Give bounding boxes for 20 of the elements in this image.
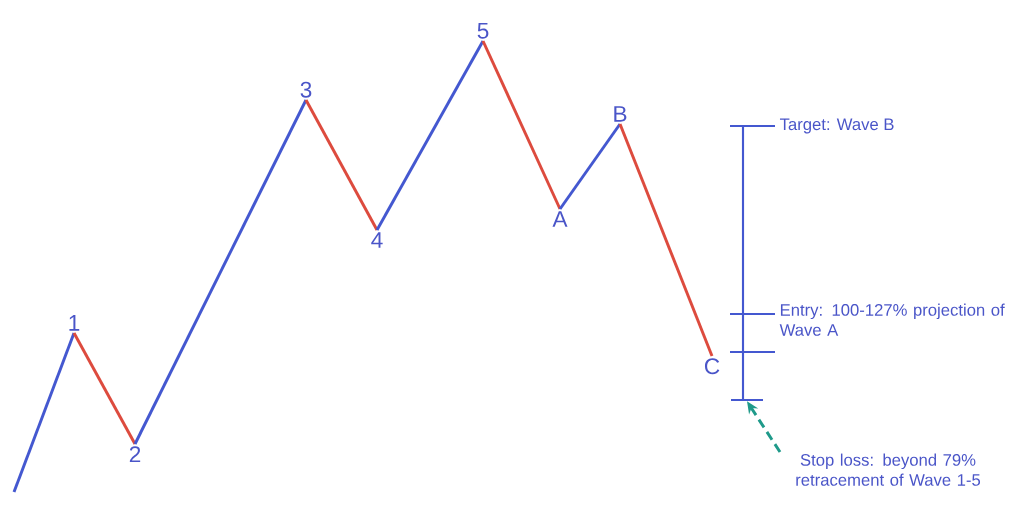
- annotation-text: Entry: 100-127% projection of Wave A: [779, 303, 1005, 336]
- wave-label: C: [704, 358, 720, 375]
- wave-line: [375, 40, 485, 231]
- scale-tick: [731, 398, 763, 402]
- wave-line: [12, 332, 76, 493]
- wave-label: 3: [300, 81, 312, 98]
- wave-line: [133, 99, 308, 445]
- wave-label: 4: [371, 232, 383, 248]
- wave-line: [618, 123, 714, 357]
- wave-label: B: [614, 106, 627, 122]
- annotation-text: Stop loss: beyond 79% retracement of Wave 1-5: [796, 453, 981, 486]
- wave-label: 2: [129, 446, 141, 463]
- annotation-text: Target: Wave B: [780, 118, 894, 134]
- wave-label: A: [552, 211, 568, 227]
- wave-line: [304, 99, 379, 231]
- wave-line: [481, 40, 562, 210]
- wave-line: [72, 332, 137, 445]
- wave-label: 1: [69, 315, 80, 331]
- wave-label: 5: [477, 22, 489, 39]
- wave-line: [558, 123, 622, 210]
